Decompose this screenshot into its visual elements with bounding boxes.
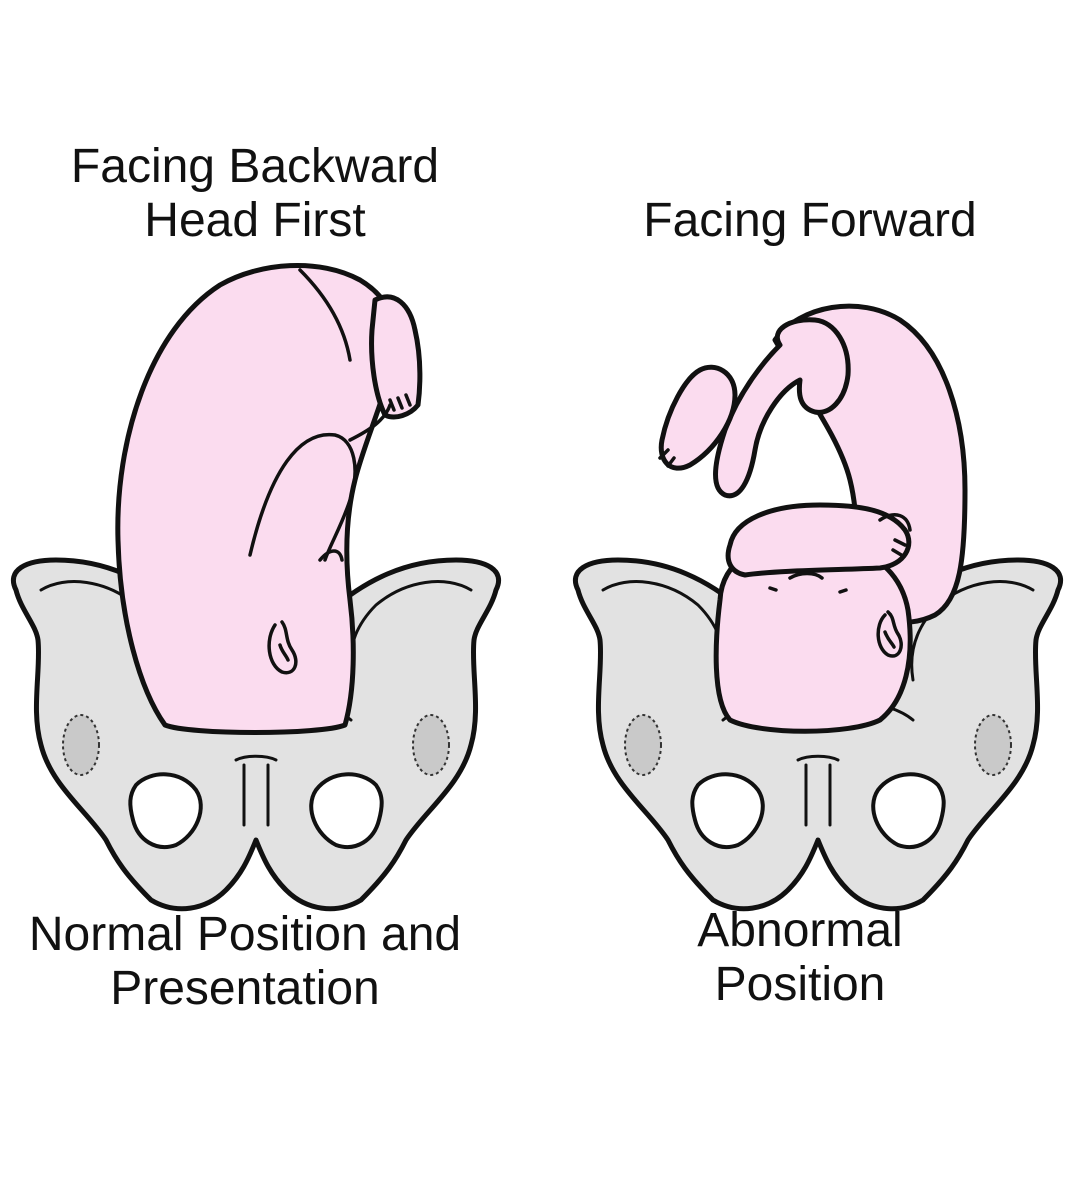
- label-line-1: Facing Backward: [70, 140, 440, 193]
- label-line-1: Normal Position and: [28, 908, 462, 961]
- label-line-1: Facing Forward: [643, 194, 977, 247]
- fetus-right: [658, 303, 968, 734]
- label-line-1: Abnormal: [697, 904, 903, 957]
- label-abnormal-position: Abnormal Position: [600, 904, 1000, 1012]
- label-line-2: Presentation: [110, 962, 380, 1015]
- fetus-left: [115, 262, 423, 735]
- label-line-2: Position: [714, 958, 886, 1011]
- label-normal-position: Normal Position and Presentation: [0, 908, 490, 1016]
- label-facing-backward-head-first: Facing Backward Head First: [40, 140, 470, 248]
- label-line-2: Head First: [144, 194, 366, 247]
- label-facing-forward: Facing Forward: [600, 194, 1020, 248]
